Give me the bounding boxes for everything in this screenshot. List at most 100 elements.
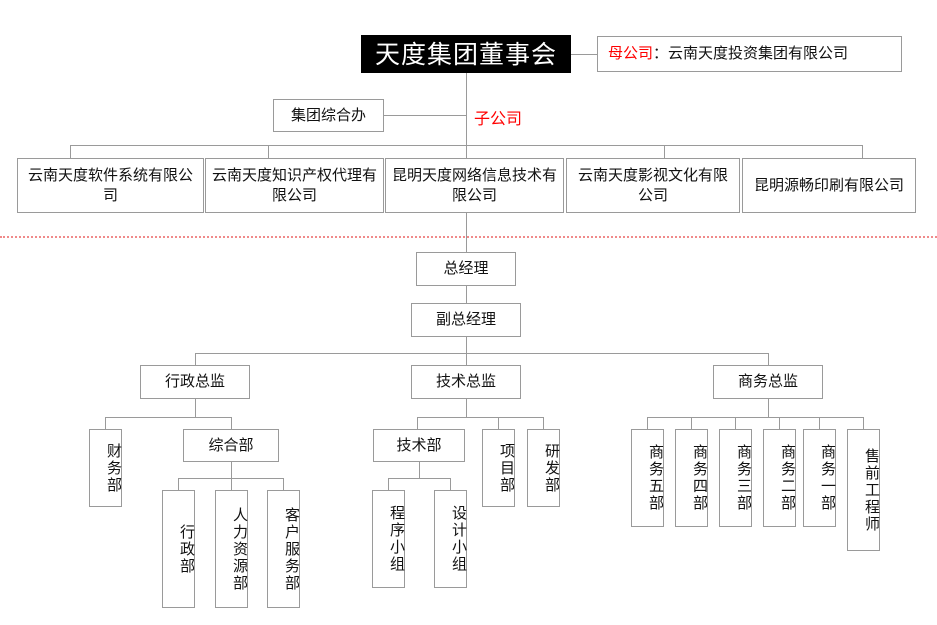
node-label: 昆明天度网络信息技术有限公司: [392, 165, 558, 204]
connector-business-bar: [647, 417, 863, 418]
node-deputy-general-manager[interactable]: 副总经理: [411, 303, 521, 337]
connector-subsidiary-to-management: [466, 213, 467, 252]
legend-parent-prefix: 母公司: [608, 44, 654, 63]
node-subsidiary-5[interactable]: 昆明源畅印刷有限公司: [742, 158, 916, 213]
connector-gm-to-deputy: [466, 286, 467, 303]
node-label: 云南天度知识产权代理有限公司: [212, 165, 378, 204]
connector-drop-general-affairs: [231, 417, 232, 429]
node-label: 集团综合办: [290, 105, 366, 124]
node-group-office[interactable]: 集团综合办: [273, 99, 384, 132]
node-subsidiary-2[interactable]: 云南天度知识产权代理有限公司: [205, 158, 384, 213]
connector-drop-subsidiary-2: [268, 145, 269, 158]
node-label: 商务四部: [691, 444, 709, 512]
connector-drop-director-3: [768, 353, 769, 365]
connector-drop-business-2: [691, 417, 692, 429]
node-hr-dept[interactable]: 人力资源部: [215, 490, 249, 608]
connector-tech-bar: [417, 417, 543, 418]
connector-drop-subsidiary-3: [466, 145, 467, 158]
node-label: 行政部: [178, 523, 196, 575]
node-label: 天度集团董事会: [374, 39, 557, 69]
node-board-of-directors[interactable]: 天度集团董事会: [361, 35, 571, 73]
node-program-group[interactable]: 程序小组: [372, 490, 406, 588]
connector-drop-subsidiary-4: [664, 145, 665, 158]
connector-admin-bar: [105, 417, 231, 418]
node-tech-dept[interactable]: 技术部: [373, 429, 465, 462]
node-label: 技术总监: [435, 372, 496, 391]
connector-drop-subsidiary-1: [70, 145, 71, 158]
legend-parent-company: 母公司：云南天度投资集团有限公司: [597, 36, 902, 72]
connector-drop-hr-dept: [231, 478, 232, 490]
node-director-business[interactable]: 商务总监: [713, 365, 823, 399]
node-label: 商务三部: [735, 444, 753, 512]
connector-root-to-parent-legend: [571, 54, 597, 55]
connector-drop-business-5: [819, 417, 820, 429]
connector-drop-business-1: [647, 417, 648, 429]
node-label: 设计小组: [450, 505, 468, 573]
node-business-unit-1[interactable]: 商务一部: [803, 429, 837, 527]
node-label: 程序小组: [388, 505, 406, 573]
connector-drop-customer-service-dept: [283, 478, 284, 490]
node-business-unit-5[interactable]: 商务五部: [631, 429, 665, 527]
node-label: 商务五部: [647, 444, 665, 512]
connector-drop-director-1: [195, 353, 196, 365]
node-finance-dept[interactable]: 财务部: [89, 429, 123, 507]
node-design-group[interactable]: 设计小组: [434, 490, 468, 588]
node-director-admin[interactable]: 行政总监: [140, 365, 250, 399]
section-divider: [0, 236, 937, 238]
connector-drop-subsidiary-5: [862, 145, 863, 158]
node-general-affairs-dept[interactable]: 综合部: [183, 429, 279, 462]
node-label: 人力资源部: [231, 506, 249, 592]
connector-tech-groups-bar: [388, 478, 450, 479]
node-label: 项目部: [498, 442, 516, 494]
connector-drop-project-dept: [498, 417, 499, 429]
node-subsidiary-3[interactable]: 昆明天度网络信息技术有限公司: [385, 158, 564, 213]
node-label: 客户服务部: [283, 506, 301, 592]
connector-root-trunk: [466, 73, 467, 145]
node-general-manager[interactable]: 总经理: [416, 252, 516, 286]
node-label: 售前工程师: [863, 447, 881, 533]
node-label: 总经理: [443, 259, 489, 278]
connector-drop-design-group: [450, 478, 451, 490]
connector-drop-rd-dept: [543, 417, 544, 429]
connector-business-trunk: [768, 399, 769, 417]
legend-parent-value: 云南天度投资集团有限公司: [668, 44, 849, 63]
node-business-unit-4[interactable]: 商务四部: [675, 429, 709, 527]
node-label: 商务总监: [737, 372, 798, 391]
connector-tech-trunk: [466, 399, 467, 417]
connector-drop-business-3: [735, 417, 736, 429]
node-presales-engineer[interactable]: 售前工程师: [847, 429, 881, 551]
node-label: 财务部: [105, 442, 123, 494]
node-director-tech[interactable]: 技术总监: [411, 365, 521, 399]
connector-drop-finance: [105, 417, 106, 429]
connector-drop-program-group: [388, 478, 389, 490]
node-project-dept[interactable]: 项目部: [482, 429, 516, 507]
node-rd-dept[interactable]: 研发部: [527, 429, 561, 507]
node-admin-dept[interactable]: 行政部: [162, 490, 196, 608]
connector-drop-director-2: [466, 353, 467, 365]
node-customer-service-dept[interactable]: 客户服务部: [267, 490, 301, 608]
node-label: 商务二部: [779, 444, 797, 512]
node-label: 商务一部: [819, 444, 837, 512]
node-label: 技术部: [396, 435, 442, 454]
node-label: 副总经理: [435, 310, 496, 329]
connector-drop-business-4: [779, 417, 780, 429]
connector-drop-tech-dept: [417, 417, 418, 429]
connector-admin-trunk: [195, 399, 196, 417]
node-label: 云南天度软件系统有限公司: [27, 165, 193, 204]
connector-deputy-trunk: [466, 337, 467, 365]
connector-tech-dept-trunk: [419, 462, 420, 478]
node-label: 昆明源畅印刷有限公司: [753, 175, 904, 194]
connector-general-affairs-bar: [178, 478, 283, 479]
node-subsidiary-1[interactable]: 云南天度软件系统有限公司: [17, 158, 204, 213]
node-business-unit-3[interactable]: 商务三部: [719, 429, 753, 527]
legend-subsidiary-tag: 子公司: [474, 109, 523, 128]
connector-drop-business-6: [863, 417, 864, 429]
node-subsidiary-4[interactable]: 云南天度影视文化有限公司: [566, 158, 740, 213]
legend-parent-separator: ：: [653, 44, 669, 63]
connector-drop-admin-dept: [178, 478, 179, 490]
node-business-unit-2[interactable]: 商务二部: [763, 429, 797, 527]
node-label: 行政总监: [164, 372, 225, 391]
connector-general-affairs-trunk: [231, 462, 232, 478]
node-label: 综合部: [208, 435, 254, 454]
